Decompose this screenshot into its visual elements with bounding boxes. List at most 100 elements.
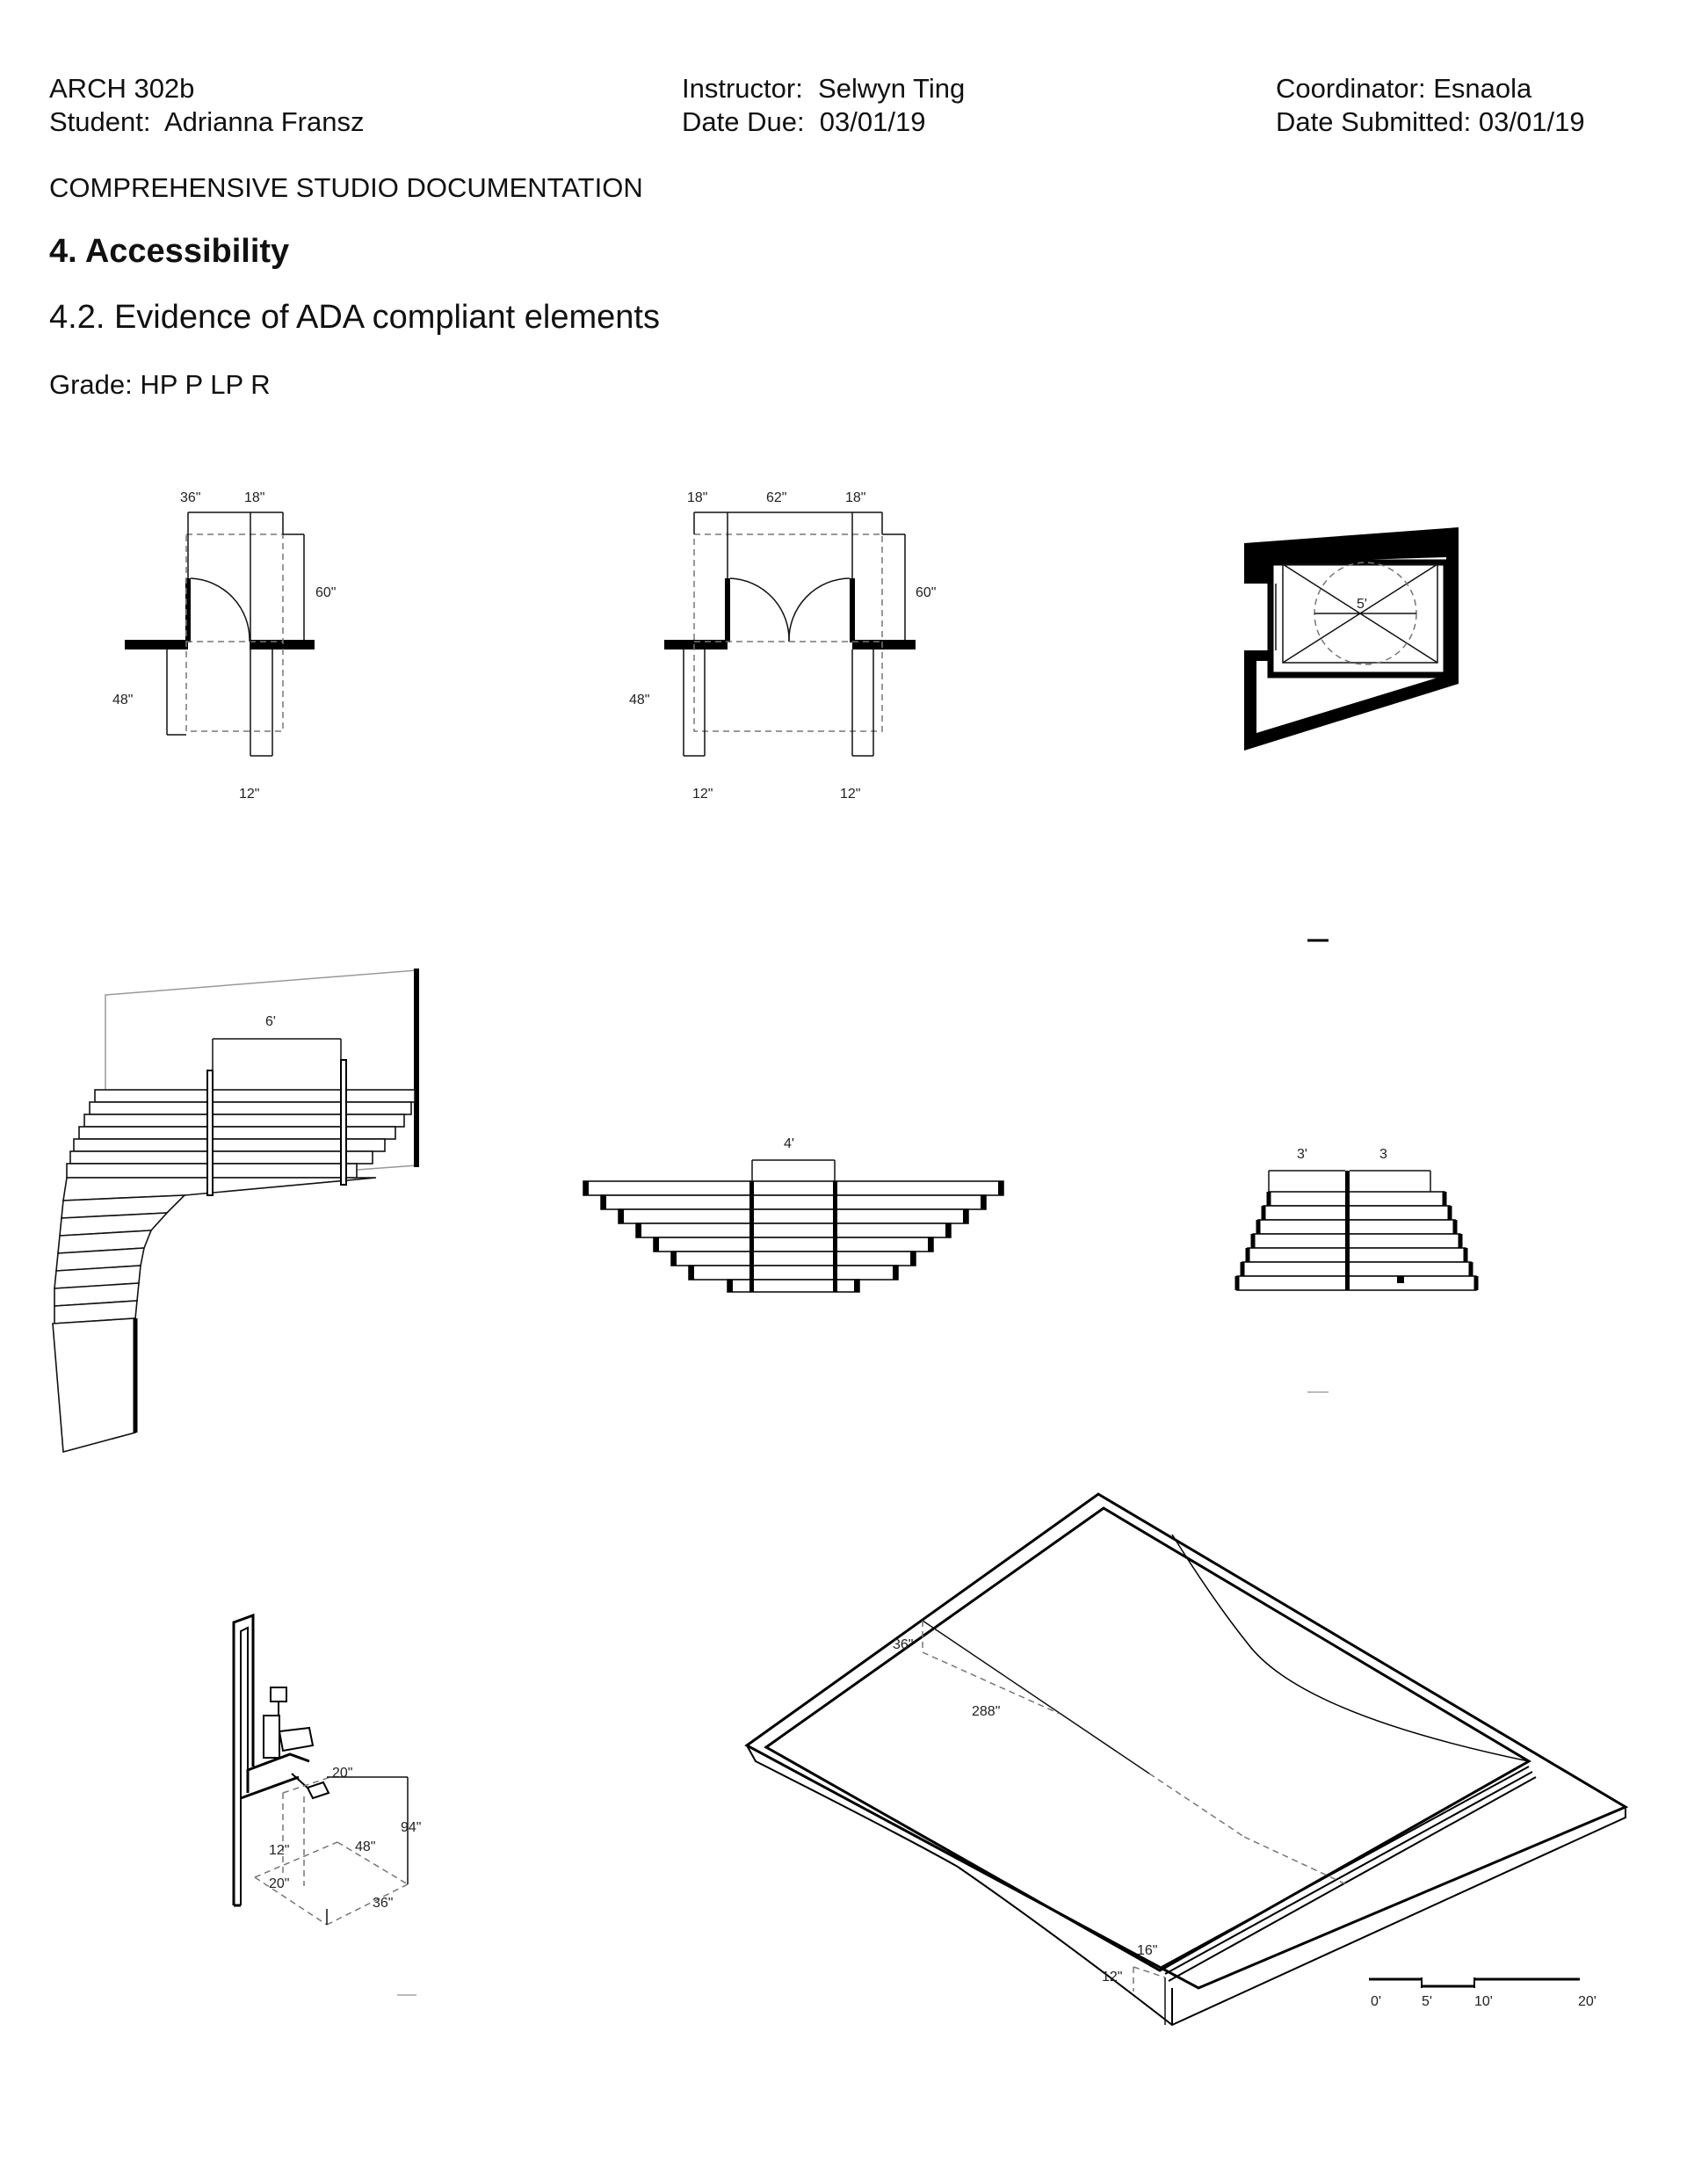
- clearance-line: [254, 1841, 338, 1878]
- header-left: ARCH 302b Student: Adrianna Fransz: [49, 72, 364, 139]
- stair-step: [635, 1223, 952, 1238]
- scale-label: 0': [1371, 1994, 1381, 2009]
- stair-step: [1257, 1219, 1456, 1235]
- stair-step: [1263, 1205, 1451, 1221]
- ramp-slope-curve: [1171, 1534, 1530, 1762]
- wall-segment: [125, 640, 188, 649]
- date-due: Date Due: 03/01/19: [682, 106, 926, 137]
- dimension-label: 3': [1297, 1147, 1307, 1162]
- dimension-label: 288": [972, 1704, 1000, 1719]
- dimension-label: 12": [692, 787, 713, 802]
- dimension-label: 5': [1357, 597, 1367, 612]
- stair-tread: [69, 1150, 373, 1165]
- coordinator-name: Coordinator: Esnaola: [1276, 73, 1532, 104]
- scale-label: 5': [1422, 1994, 1432, 2009]
- ramp-handrail: [1168, 1776, 1537, 1982]
- header-right: Coordinator: Esnaola Date Submitted: 03/…: [1276, 72, 1585, 139]
- step-edge: [671, 1252, 677, 1266]
- step-edge: [854, 1280, 859, 1292]
- stair-step: [670, 1251, 916, 1266]
- dimension-label: 20": [332, 1766, 352, 1781]
- stair-treads: [52, 1089, 416, 1454]
- partition-wall: [232, 1613, 255, 1905]
- dimension-label: 18": [244, 490, 264, 505]
- stair-step: [618, 1208, 969, 1224]
- fixture-tank: [263, 1715, 280, 1759]
- stair-step: [653, 1237, 934, 1252]
- stair-step: [1242, 1261, 1472, 1277]
- student-name: Student: Adrianna Fransz: [49, 106, 365, 137]
- ramp-axon: 36" 288" 16" 12": [744, 1492, 1629, 2027]
- scale-bar: 0' 5' 10' 20': [1369, 1977, 1596, 2009]
- course-code: ARCH 302b: [49, 73, 195, 104]
- marker: [1397, 1276, 1404, 1283]
- clearance-zone: [693, 533, 883, 732]
- fixture-bowl: [278, 1726, 315, 1752]
- stair-tread: [89, 1101, 412, 1115]
- step-edge: [893, 1266, 898, 1280]
- step-edge: [601, 1195, 606, 1209]
- dimension-label: 12": [239, 787, 259, 802]
- step-edge: [583, 1181, 589, 1195]
- document-title: COMPREHENSIVE STUDIO DOCUMENTATION: [49, 172, 643, 203]
- section-heading: 4. Accessibility: [49, 233, 290, 270]
- handrail-post: [340, 1059, 347, 1186]
- dimension-label: 48": [355, 1839, 375, 1854]
- dimension-label: 36": [373, 1896, 393, 1911]
- dimension-label: 4': [784, 1136, 794, 1151]
- step-edge: [998, 1181, 1003, 1195]
- ramp-handrail: [1161, 1766, 1530, 1968]
- elevator-car: [1282, 563, 1438, 664]
- grade-line: Grade: HP P LP R: [49, 369, 271, 400]
- wall-segment: [852, 640, 916, 649]
- scale-label: 20': [1578, 1994, 1596, 2009]
- door-leaf: [185, 578, 191, 642]
- grab-bar: [246, 1752, 310, 1793]
- double-door-plan: 18" 62" 18" 60" 48" 12" 12": [629, 490, 936, 802]
- door-swing-arc: [190, 577, 250, 642]
- clearance-line: [326, 1883, 409, 1926]
- dimension-label: 36": [893, 1637, 913, 1652]
- restroom-fixture-axon: 20" 94" 48" 12" 20" 36": [232, 1613, 421, 1996]
- stair-step: [727, 1279, 860, 1293]
- door-leaf: [725, 578, 730, 642]
- dimension-label: 94": [401, 1820, 421, 1835]
- step-edge: [636, 1223, 641, 1237]
- step-edge: [910, 1252, 916, 1266]
- dimension-label: 3: [1379, 1147, 1387, 1162]
- handrail-post: [749, 1181, 754, 1292]
- dimension-label: 18": [845, 490, 865, 505]
- step-edge: [619, 1209, 624, 1223]
- handrail-post: [1345, 1171, 1350, 1290]
- step-edge: [981, 1195, 986, 1209]
- stair-step: [1268, 1191, 1445, 1207]
- scale-label: 10': [1474, 1994, 1493, 2009]
- subsection-heading: 4.2. Evidence of ADA compliant elements: [49, 299, 660, 336]
- dimension-label: 48": [112, 693, 133, 707]
- stair-step: [1247, 1247, 1466, 1263]
- dimension-label: 6': [265, 1014, 276, 1029]
- stair-landing: [52, 1317, 136, 1454]
- step-edge: [963, 1209, 968, 1223]
- instructor-name: Instructor: Selwyn Ting: [682, 73, 966, 104]
- ramp-dash: [1243, 1836, 1347, 1885]
- fixture-foot: [306, 1781, 330, 1800]
- header-center: Instructor: Selwyn Ting Date Due: 03/01/…: [682, 72, 965, 139]
- fixture-leg: [291, 1773, 310, 1790]
- stair-tread: [78, 1126, 396, 1140]
- step-edge: [928, 1237, 933, 1252]
- step-edge: [689, 1266, 694, 1280]
- elevator-plan: 5': [1244, 527, 1459, 942]
- door-swing-arc: [788, 577, 851, 642]
- door-swing-arc: [729, 577, 790, 642]
- dimension-label: 20": [269, 1876, 289, 1891]
- step-edge: [945, 1223, 951, 1237]
- clearance-line: [254, 1876, 328, 1926]
- dimension-label: 60": [315, 585, 336, 600]
- dimension-label: 62": [766, 490, 786, 505]
- ramp-handrail: [1164, 1771, 1533, 1975]
- stair-step: [688, 1265, 899, 1281]
- clearance-zone: [185, 533, 284, 732]
- elevator-shaft-wall: [1244, 527, 1459, 751]
